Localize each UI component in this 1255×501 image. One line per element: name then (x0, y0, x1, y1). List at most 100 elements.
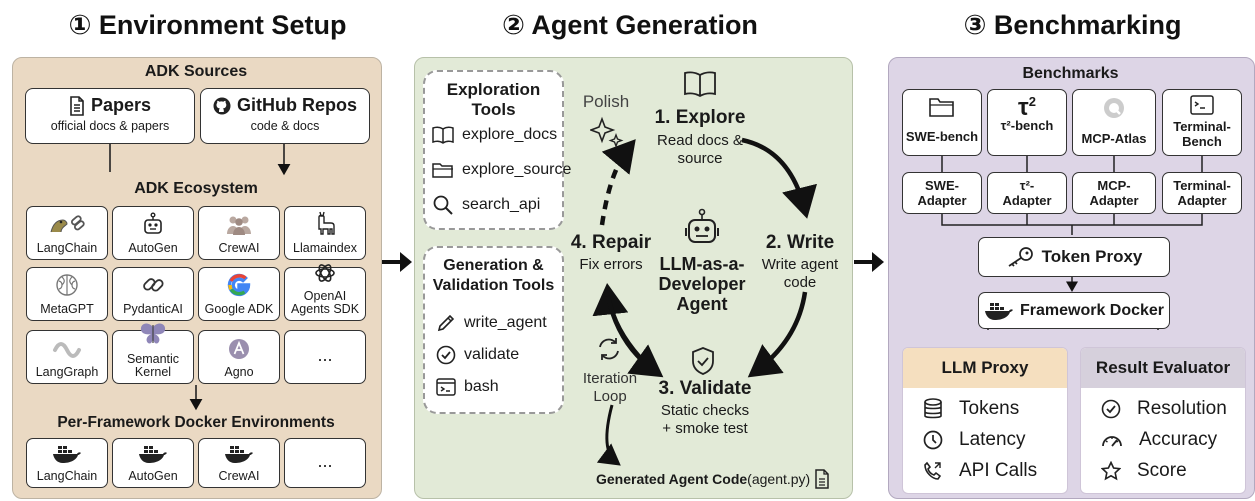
result-evaluator-card: Result Evaluator (1080, 347, 1246, 494)
folder-icon (929, 98, 954, 117)
framework-label: Agno (224, 365, 254, 379)
tau-squared-icon: τ2 (988, 94, 1066, 120)
star-icon (1101, 461, 1121, 481)
docker-environment-card: CrewAI (198, 438, 280, 488)
search-icon (433, 195, 453, 215)
tau-symbol: τ (1018, 94, 1029, 121)
sparkles-icon (590, 116, 624, 148)
document-icon (70, 95, 84, 116)
pencil-icon (437, 314, 455, 332)
framework-label: Google ADK (204, 302, 274, 316)
framework-card: OpenAI Agents SDK (284, 264, 366, 321)
polish-label: Polish (582, 92, 630, 111)
adapter-terminal: Terminal- Adapter (1162, 172, 1242, 214)
docker-whale-icon (52, 444, 82, 470)
robot-icon (685, 208, 719, 243)
graph-loop-icon (51, 340, 83, 366)
arrow-explore-to-write (741, 137, 817, 219)
step-validate-subtitle: Static checks + smoke test (660, 402, 750, 437)
agno-a-icon (228, 338, 250, 366)
mcp-logo-icon (1104, 98, 1124, 118)
github-repos-box: GitHub Repos code & docs (200, 88, 370, 144)
metric-accuracy: Accuracy (1101, 429, 1217, 451)
framework-label: Llamaindex (293, 241, 357, 255)
step-repair-title: 4. Repair (570, 232, 652, 253)
tau-superscript: 2 (1028, 94, 1036, 109)
tool-label: explore_docs (462, 126, 558, 143)
docker-label: AutoGen (128, 469, 178, 483)
framework-card: LangGraph (26, 330, 108, 384)
open-book-icon (684, 71, 716, 98)
docker-environment-card: ... (284, 438, 366, 488)
refresh-icon (599, 338, 619, 360)
docker-label: LangChain (36, 469, 98, 483)
metric-label: Tokens (959, 398, 1020, 419)
benchmark-label: Terminal- Bench (1173, 119, 1231, 149)
docker-environment-card: LangChain (26, 438, 108, 488)
docker-environments-heading: Per-Framework Docker Environments (57, 414, 335, 431)
step-explore-subtitle: Read docs & source (657, 132, 743, 167)
framework-card: CrewAI (198, 206, 280, 260)
llm-proxy-title: LLM Proxy (903, 348, 1067, 388)
step-write-subtitle: Write agent code (761, 256, 839, 291)
agent-loop-arrows (592, 137, 817, 466)
output-filename: (agent.py) (747, 471, 811, 487)
metric-label: Latency (959, 429, 1026, 450)
docker-label: CrewAI (218, 469, 260, 483)
metric-api-calls: API Calls (923, 460, 1037, 482)
benchmark-terminal-bench: Terminal- Bench (1162, 89, 1242, 156)
arrow-repair-to-explore (599, 139, 636, 226)
framework-label: PydanticAI (123, 302, 183, 316)
brain-icon (54, 273, 80, 303)
framework-card: Agno (198, 330, 280, 384)
papers-box: Papers official docs & papers (25, 88, 195, 144)
adapter-tau2: τ²- Adapter (987, 172, 1067, 214)
adapter-mcp: MCP- Adapter (1072, 172, 1156, 214)
token-proxy-box: Token Proxy (978, 237, 1170, 277)
framework-label: LangGraph (35, 365, 99, 379)
tool-label: bash (464, 378, 499, 395)
framework-label: LangChain (36, 241, 98, 255)
iteration-loop-label: Iteration Loop (582, 370, 638, 405)
exploration-tools-box: Exploration Tools (423, 70, 564, 230)
chain-link-icon (140, 273, 166, 303)
document-icon (815, 469, 829, 489)
step-repair-subtitle: Fix errors (579, 256, 643, 273)
phone-call-icon (924, 461, 942, 480)
tool-label: write_agent (464, 314, 547, 331)
arrow-env-to-gen (382, 252, 412, 272)
check-circle-icon (436, 345, 456, 365)
step-validate-title: 3. Validate (658, 378, 752, 399)
tool-search-api: search_api (432, 195, 540, 215)
step-explore-title: 1. Explore (654, 107, 746, 128)
arrow-gen-to-bench (854, 252, 884, 272)
metric-resolution: Resolution (1101, 398, 1227, 420)
tool-label: validate (464, 346, 520, 363)
metric-tokens: Tokens (923, 398, 1019, 420)
papers-title: Papers (90, 95, 152, 115)
docker-whale-icon (138, 444, 168, 470)
framework-card: PydanticAI (112, 267, 194, 321)
title-environment-setup: ① Environment Setup (68, 10, 347, 40)
metric-score: Score (1101, 460, 1187, 482)
github-subtitle: code & docs (250, 119, 320, 133)
generated-agent-code-label: Generated Agent Code (agent.py) (596, 469, 830, 489)
folder-icon (432, 163, 453, 178)
benchmark-swe-bench: SWE-bench (902, 89, 982, 156)
framework-card: LangChain (26, 206, 108, 260)
metric-latency: Latency (923, 429, 1026, 451)
metric-label: Accuracy (1139, 429, 1218, 450)
github-icon (213, 97, 231, 114)
framework-card: AutoGen (112, 206, 194, 260)
gauge-icon (1102, 436, 1122, 447)
adk-sources-heading: ADK Sources (144, 63, 248, 80)
tool-label: explore_source (462, 161, 572, 178)
tool-bash: bash (436, 378, 499, 396)
env-connectors (109, 144, 380, 411)
key-icon (1008, 247, 1033, 267)
llm-developer-agent-label: LLM-as-a- Developer Agent (658, 254, 746, 314)
benchmark-label: MCP-Atlas (1081, 131, 1147, 146)
genval-tools-title: Generation & Validation Tools (432, 257, 555, 294)
tool-label: search_api (462, 196, 541, 213)
tool-explore-docs: explore_docs (432, 126, 557, 144)
